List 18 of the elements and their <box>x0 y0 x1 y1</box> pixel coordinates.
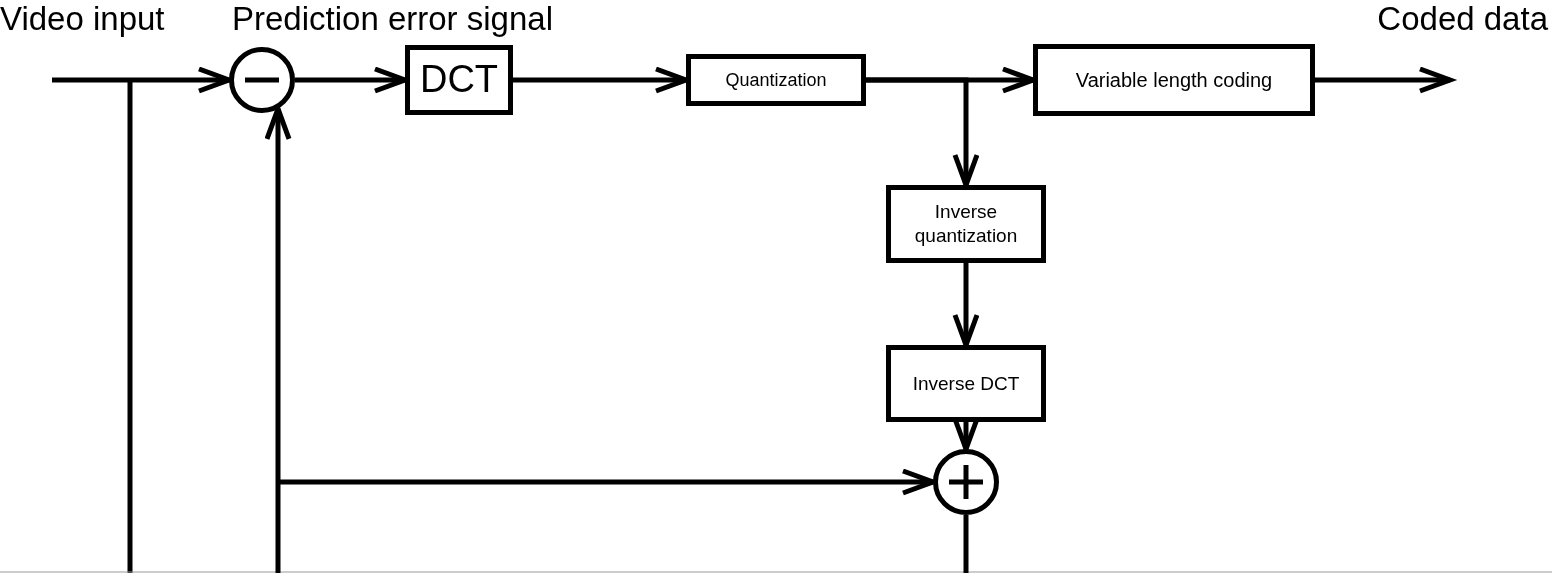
process-box <box>1033 44 1315 116</box>
arrow <box>264 106 292 573</box>
box-label: Quantization <box>725 68 827 92</box>
arrow <box>52 66 232 94</box>
process-box <box>886 185 1046 263</box>
process-box <box>405 45 513 115</box>
box-label: DCT <box>419 57 499 103</box>
box-label: Inverse DCT <box>912 371 1020 396</box>
box-label: Inverse quantization <box>913 200 1019 248</box>
box-label: Variable length coding <box>1075 67 1273 93</box>
arrow <box>295 66 408 94</box>
adder-circle <box>933 449 999 515</box>
signal-label: Prediction error signal <box>232 2 553 35</box>
process-box <box>886 345 1046 422</box>
process-box <box>686 54 866 106</box>
signal-label: Coded data <box>1377 2 1548 35</box>
subtractor-circle <box>229 47 295 113</box>
signal-label: Video input <box>0 2 165 35</box>
